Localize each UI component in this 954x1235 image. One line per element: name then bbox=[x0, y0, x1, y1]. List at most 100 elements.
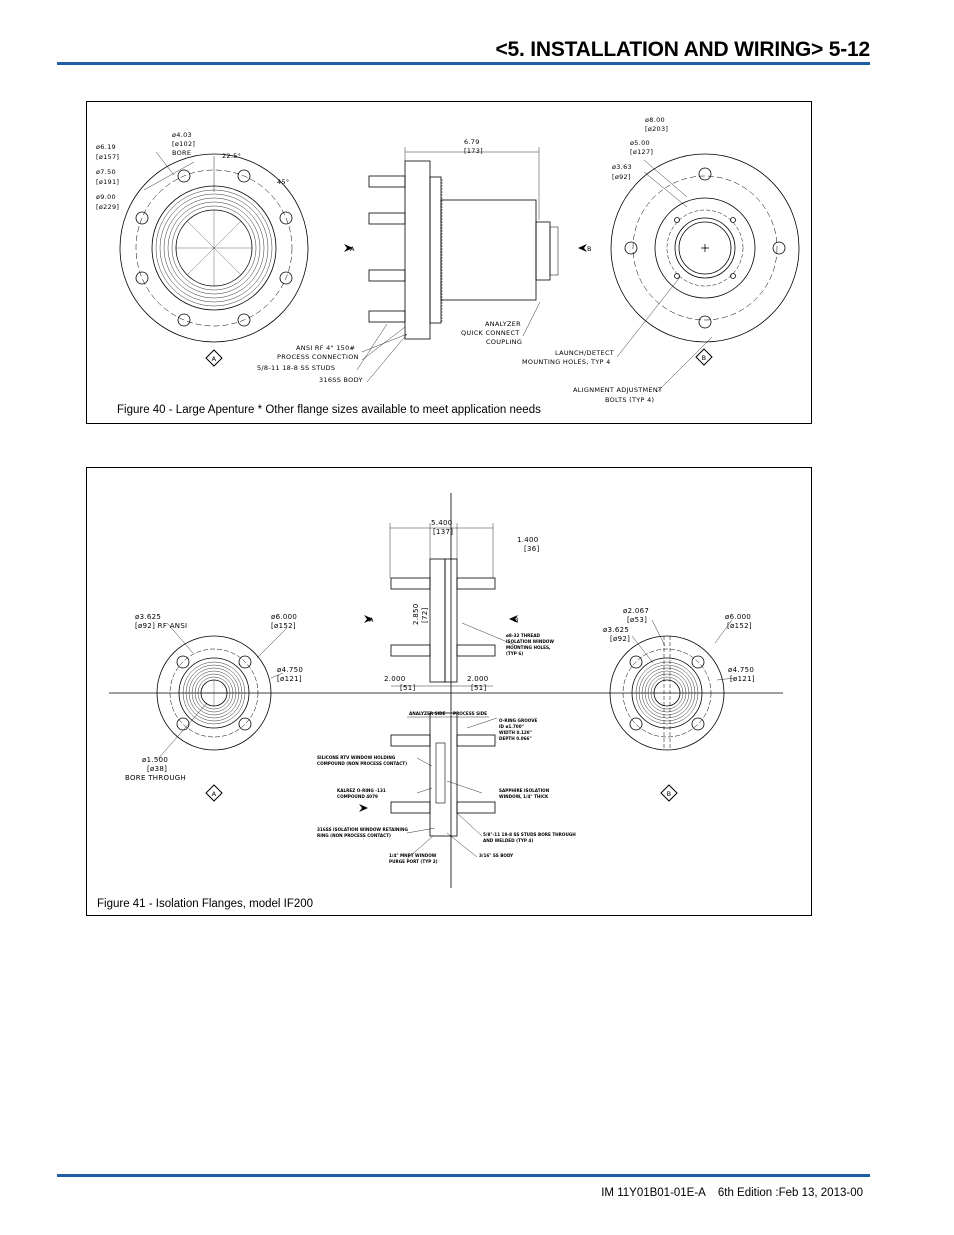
fig40-right-flange bbox=[610, 153, 800, 343]
note-label: 316SS ISOLATION WINDOW RETAINING bbox=[317, 827, 408, 832]
note-label: 3/16" SS BODY bbox=[479, 853, 514, 858]
fig41-view-a-mark: A bbox=[212, 790, 217, 798]
dim-label: ø6.000 bbox=[271, 613, 297, 621]
note-label: AND WELDED (TYP 4) bbox=[483, 838, 533, 843]
dim-label: 5.400 bbox=[431, 519, 453, 527]
dim-label: [ø102] bbox=[172, 140, 195, 148]
note-label: RING (NON PROCESS CONTACT) bbox=[317, 833, 391, 838]
figure-40-caption: Figure 40 - Large Apenture * Other flang… bbox=[117, 404, 541, 416]
header-rule bbox=[57, 62, 870, 65]
dim-label: [173] bbox=[464, 147, 483, 155]
dim-label: [ø121] bbox=[277, 675, 302, 683]
note-label: KALREZ O-RING -131 bbox=[337, 788, 386, 793]
fig40-arrow-a: A bbox=[350, 245, 355, 253]
dim-label: PROCESS CONNECTION bbox=[277, 353, 359, 361]
dim-label: [72] bbox=[421, 607, 429, 623]
dim-label: 2.000 bbox=[467, 675, 489, 683]
dim-label: ø1.500 bbox=[142, 756, 168, 764]
dim-label: 2.000 bbox=[384, 675, 406, 683]
fig40-view-b-mark: B bbox=[702, 354, 707, 362]
dim-label: ø3.63 bbox=[612, 163, 632, 171]
dim-label: ø8.00 bbox=[645, 116, 665, 124]
dim-label: QUICK CONNECT bbox=[461, 329, 520, 337]
dim-label: [ø92] bbox=[610, 635, 630, 643]
note-label: DEPTH 0.066" bbox=[499, 736, 532, 741]
note-label: ANALYZER SIDE bbox=[409, 711, 446, 716]
dim-label: COUPLING bbox=[486, 338, 522, 346]
figure-40-drawing: A B A B ø6.19 [ø157] ø7.50 [ø191] ø9.00 … bbox=[96, 116, 800, 404]
dim-label: ø3.625 bbox=[603, 626, 629, 634]
dim-label: 22.5° bbox=[222, 152, 241, 160]
dim-label: ø4.03 bbox=[172, 131, 192, 139]
dim-label: 6.79 bbox=[464, 138, 480, 146]
dim-label: 1.400 bbox=[517, 536, 539, 544]
dim-label: 316SS BODY bbox=[319, 376, 363, 384]
note-label: ISOLATION WINDOW bbox=[506, 639, 554, 644]
note-label: ID ø1.700" bbox=[499, 724, 524, 729]
dim-label: ANALYZER bbox=[485, 320, 521, 328]
dim-label: [ø121] bbox=[730, 675, 755, 683]
dim-label: ALIGNMENT ADJUSTMENT bbox=[573, 386, 662, 394]
dim-label: ø9.00 bbox=[96, 193, 116, 201]
dim-label: ø2.067 bbox=[623, 607, 649, 615]
note-label: 5/8"-11 18-8 SS STUDS BORE THROUGH bbox=[483, 832, 576, 837]
note-label: COMPOUND (NON PROCESS CONTACT) bbox=[317, 761, 407, 766]
dim-label: [137] bbox=[433, 528, 453, 536]
note-label: SAPPHIRE ISOLATION bbox=[499, 788, 550, 793]
figure-40: A B A B ø6.19 [ø157] ø7.50 [ø191] ø9.00 … bbox=[86, 101, 812, 424]
dim-label: ø5.00 bbox=[630, 139, 650, 147]
dim-label: [ø152] bbox=[727, 622, 752, 630]
dim-label: [ø53] bbox=[627, 616, 647, 624]
edition-info: 6th Edition :Feb 13, 2013-00 bbox=[717, 1187, 863, 1199]
dim-label: ø6.19 bbox=[96, 143, 116, 151]
page-title: <5. INSTALLATION AND WIRING> 5-12 bbox=[495, 38, 870, 61]
dim-label: 2.850 bbox=[412, 603, 420, 625]
dim-label: [ø203] bbox=[645, 125, 668, 133]
note-label: O-RING GROOVE bbox=[499, 718, 537, 723]
figure-41: A B A B ø3.625 [ø92] RF ANSI ø6.000 [ø15… bbox=[86, 467, 812, 916]
dim-label: ø7.50 bbox=[96, 168, 116, 176]
fig41-left-flange bbox=[156, 635, 272, 751]
dim-label: 5/8-11 18-8 SS STUDS bbox=[257, 364, 335, 372]
note-label: 1/4" MNPT WINDOW bbox=[389, 853, 437, 858]
note-label: PURGE PORT (TYP 2) bbox=[389, 859, 438, 864]
dim-label: BORE THROUGH bbox=[125, 774, 186, 782]
fig40-left-flange bbox=[119, 151, 309, 343]
dim-label: LAUNCH/DETECT bbox=[555, 349, 614, 357]
note-label: WIDTH 0.120" bbox=[499, 730, 532, 735]
note-label: (TYP 6) bbox=[506, 651, 523, 656]
note-label: SILICONE RTV WINDOW HOLDING bbox=[317, 755, 396, 760]
dim-label: ø4.750 bbox=[277, 666, 303, 674]
dim-label: ANSI RF 4" 150# bbox=[296, 344, 355, 352]
figure-41-drawing: A B A B ø3.625 [ø92] RF ANSI ø6.000 [ø15… bbox=[109, 493, 783, 888]
dim-label: [ø191] bbox=[96, 178, 119, 186]
dim-label: 45° bbox=[277, 178, 289, 186]
dim-label: [ø92] RF ANSI bbox=[135, 622, 187, 630]
fig41-view-markers: A B A B bbox=[205, 615, 678, 812]
dim-label: [ø229] bbox=[96, 203, 119, 211]
note-label: COMPOUND 4079 bbox=[337, 794, 378, 799]
fig40-side-view bbox=[368, 147, 559, 340]
dim-label: BOLTS (TYP 4) bbox=[605, 396, 654, 404]
dim-label: ø6.000 bbox=[725, 613, 751, 621]
fig41-section-view bbox=[390, 712, 498, 860]
fig40-view-markers: A B A B bbox=[205, 244, 713, 367]
dim-label: [ø157] bbox=[96, 153, 119, 161]
dim-label: ø3.625 bbox=[135, 613, 161, 621]
dim-label: [36] bbox=[524, 545, 540, 553]
figure-41-caption: Figure 41 - Isolation Flanges, model IF2… bbox=[97, 898, 314, 910]
dim-label: BORE bbox=[172, 149, 191, 157]
dim-label: [51] bbox=[471, 684, 487, 692]
fig41-view-b-mark: B bbox=[667, 790, 672, 798]
fig41-arrow-a: A bbox=[369, 616, 374, 624]
dim-label: [ø92] bbox=[612, 173, 631, 181]
fig41-right-flange bbox=[609, 635, 725, 751]
dim-label: ø4.750 bbox=[728, 666, 754, 674]
dim-label: [51] bbox=[400, 684, 416, 692]
dim-label: [ø127] bbox=[630, 148, 653, 156]
note-label: MOUNTING HOLES, bbox=[506, 645, 551, 650]
note-label: WINDOW, 1/4" THICK bbox=[499, 794, 549, 799]
dim-label: [ø152] bbox=[271, 622, 296, 630]
dim-label: MOUNTING HOLES, TYP 4 bbox=[522, 358, 611, 366]
